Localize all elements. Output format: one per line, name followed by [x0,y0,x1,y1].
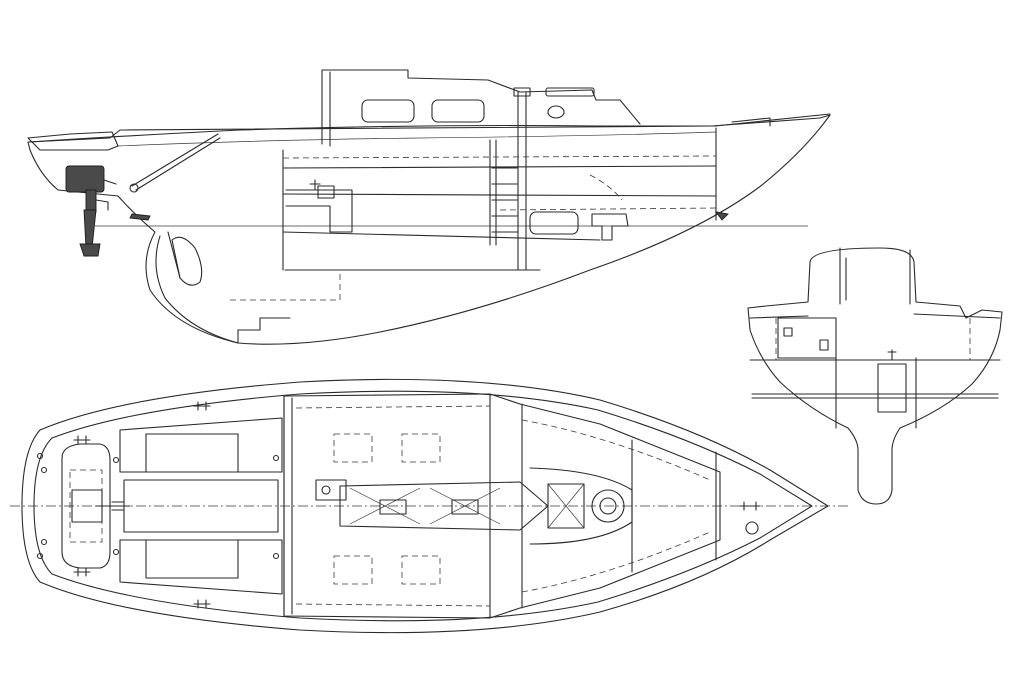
section-dash [775,318,971,360]
cockpit-seat-port [119,417,283,473]
section-hull [747,247,1003,505]
side-profile-view [27,69,831,345]
tiller-head [129,183,139,193]
interior-bulkhead-main [489,139,497,246]
bulwark-line [117,131,717,147]
stern-fill [129,213,151,221]
porthole [547,105,565,119]
plan-hull-inner [33,390,813,622]
section-sole [749,359,1001,399]
mast-collar [513,87,531,97]
toilet [591,213,629,241]
fore-hatch [547,483,585,529]
hull-outline [27,114,831,345]
cockpit-sole [119,471,283,541]
cabin-bulkhead [283,393,633,619]
keel [155,235,291,344]
bow-cleat [739,501,761,511]
deck-fitting-bow [745,521,759,535]
cabin-sole [282,231,601,271]
companion-ladder [491,167,519,233]
mast-step [599,497,617,515]
section-cabin-top [839,247,911,305]
section-deck-line [749,313,1001,319]
bow-pulpit [731,117,771,127]
hatch-port-1 [333,433,373,463]
cockpit-seat-port-inner [145,433,239,473]
keel-inner [230,270,341,301]
cleats [73,401,211,609]
cockpit-well [285,189,353,233]
section-floor-hatch [877,363,907,413]
plan-stern-seat [61,443,111,569]
cabin-window-aft [361,99,415,123]
berth-top [282,165,717,197]
outboard-motor-icon [65,165,117,257]
winch-mark [321,485,331,495]
hatch-port-2 [401,433,441,463]
stanchion-bases [36,452,280,560]
section-mast-mark [887,349,897,361]
section-locker-knob [783,327,829,351]
cockpit-seat-stbd-inner [145,539,239,579]
hatch-top [545,87,595,97]
bow-stem-fill [714,211,729,221]
cockpit-mark [309,179,321,191]
saloon-hatch [339,481,549,531]
saloon-hatch-cross [349,487,501,525]
stern-pulpit [27,131,119,151]
plan-hull-outline [21,378,829,634]
fore-cabin-shape [529,467,633,545]
mast-stub [517,91,527,271]
section-locker [777,317,837,359]
cross-section-view [747,247,1003,505]
cockpit-seat-stbd [119,539,283,595]
cabin-aft-end [321,69,331,147]
berth-dashed [282,155,717,211]
cockpit-locker [317,185,335,199]
cabin-house [321,69,641,125]
deck-plan-view [10,378,848,634]
anchor-locker-line [589,174,623,201]
hatch-stbd-2 [401,555,441,585]
companion-box [315,479,347,501]
fwd-cabin-panel [529,211,579,235]
hatch-slide-1 [379,499,407,515]
mast-partner [591,489,625,523]
section-bilge-bulk [835,357,917,429]
fore-hatch-cross [547,483,585,529]
tiller [131,133,221,191]
hatch-slide-2 [451,499,479,515]
cabin-window-fwd [431,99,485,123]
hatch-stbd-1 [333,555,373,585]
rudder-stock [167,231,181,279]
rudder [171,236,203,286]
plan-stern-seat-dash [69,469,103,543]
sheer-line [29,113,831,143]
